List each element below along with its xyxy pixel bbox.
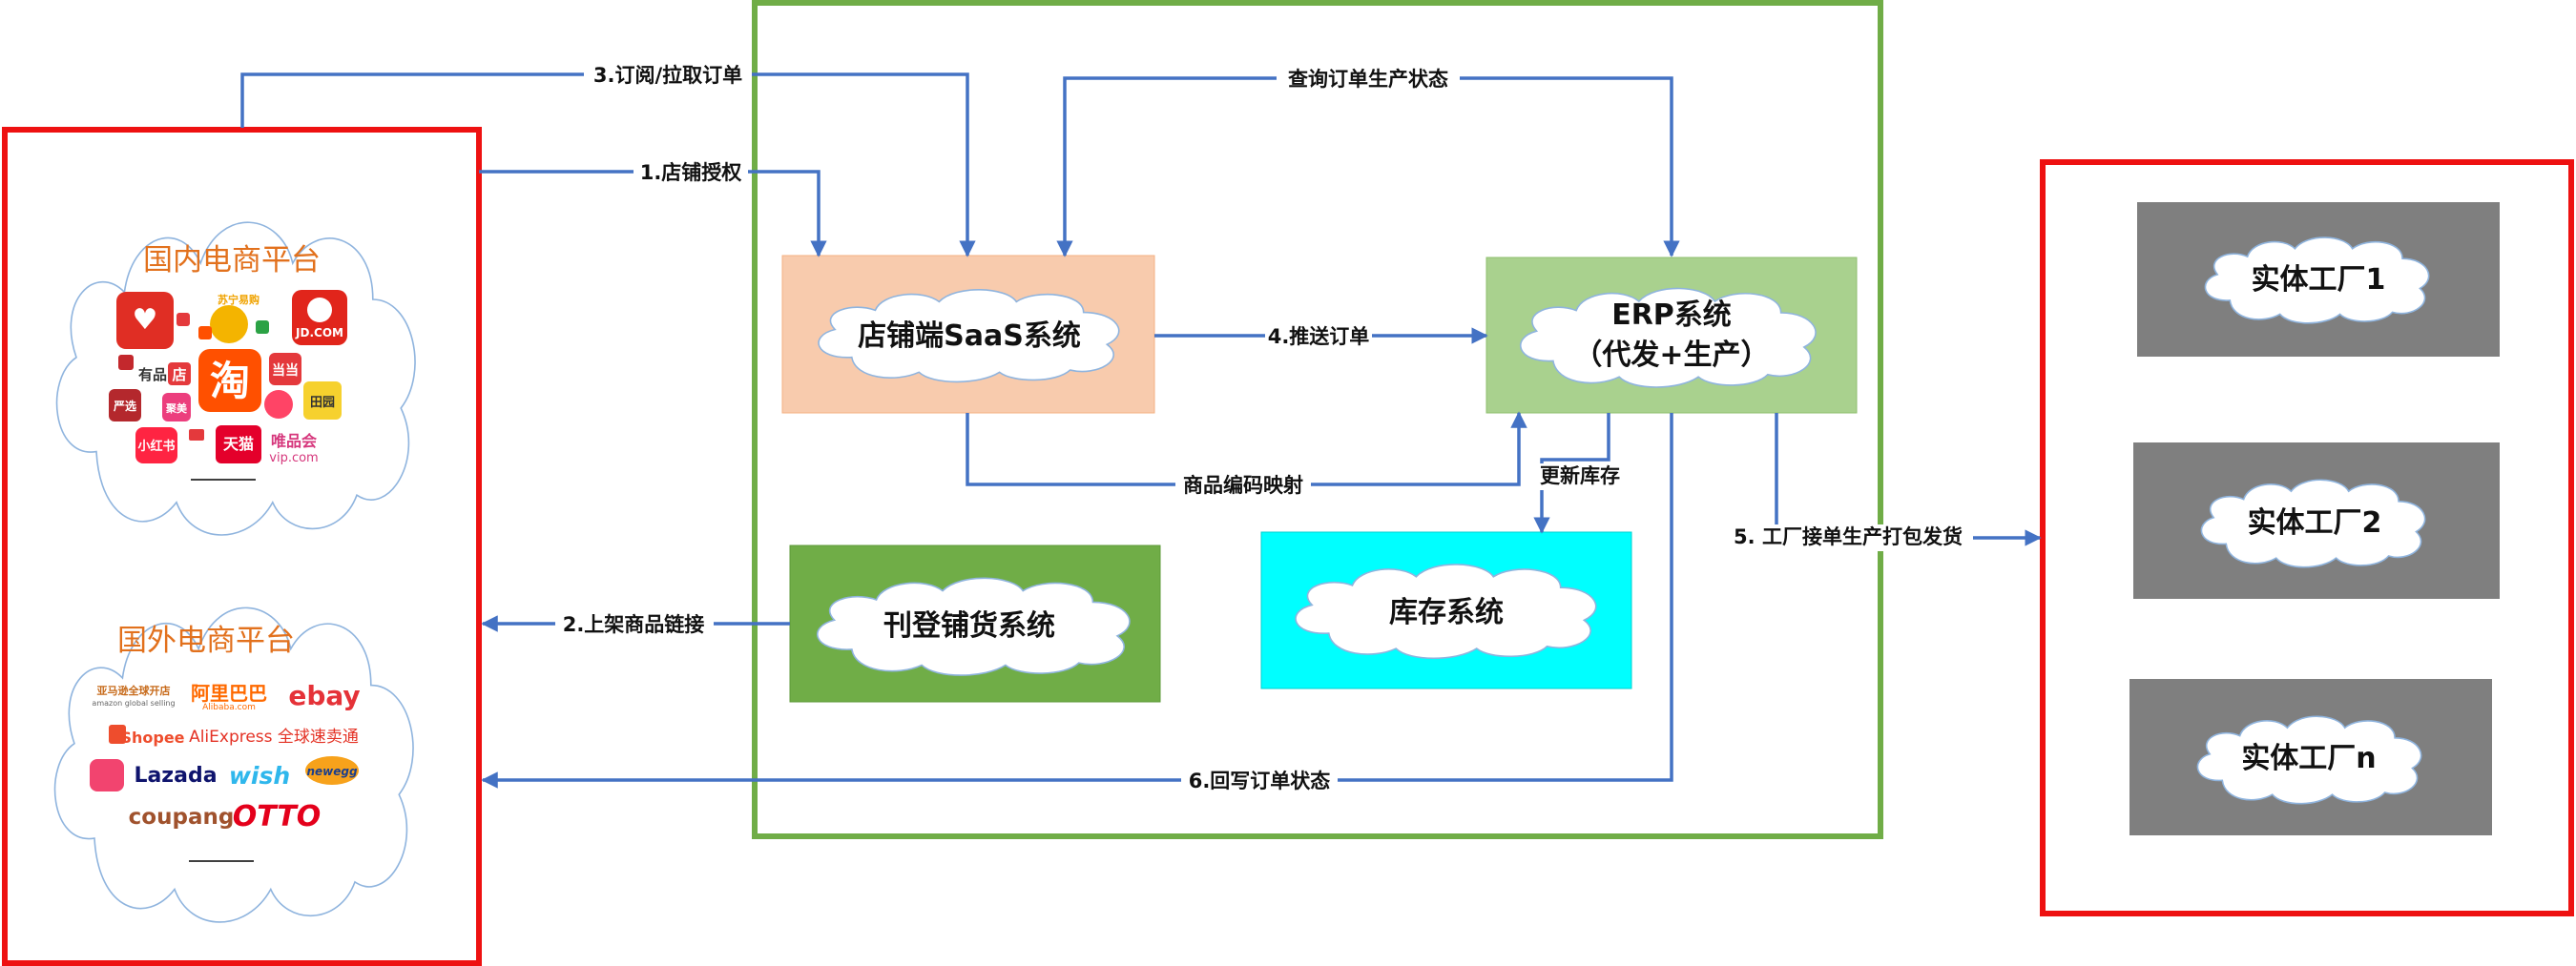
saas-system-node: 店铺端SaaS系统	[781, 255, 1155, 414]
label-store-authorization: 1.店铺授权	[640, 161, 742, 184]
amazon-logo-text: 亚马逊全球开店	[97, 684, 171, 697]
label-factory-ship: 5. 工厂接单生产打包发货	[1734, 525, 1963, 548]
yanxuan-logo	[109, 389, 141, 421]
xiaohongshu-logo-text: 小红书	[137, 439, 175, 454]
edge-update-inventory	[1533, 413, 1610, 534]
small-app-icon-4	[118, 355, 134, 370]
edge-factory-ship	[1775, 413, 2042, 546]
otto-logo-text: OTTO	[233, 800, 322, 833]
factory-node-2: 实体工厂2	[2133, 442, 2500, 599]
suning-logo-text: 苏宁易购	[218, 293, 260, 306]
lazada-heart-icon	[90, 759, 124, 791]
ebay-logo-text: ebay	[288, 680, 360, 711]
label-update-inventory: 更新库存	[1540, 464, 1620, 487]
inventory-system-node: 库存系统	[1260, 531, 1632, 689]
newegg-logo	[305, 756, 359, 785]
edge-store-authorization	[479, 170, 827, 257]
label-query-status: 查询订单生产状态	[1288, 68, 1448, 91]
saas-system-label: 店铺端SaaS系统	[858, 319, 1081, 353]
edge-labels: 3.订阅/拉取订单 1.店铺授权 查询订单生产状态 4.推送订单 商品编码映射 …	[555, 61, 1973, 793]
mushroom-logo	[264, 390, 293, 419]
coupang-logo-text: coupang	[129, 805, 235, 830]
ebay-logo: ebay	[288, 680, 360, 711]
lazada-logo-text: Lazada	[134, 764, 217, 788]
jumei-logo	[162, 393, 191, 421]
tianyuan-logo-text: 田园	[310, 396, 335, 410]
label-sku-mapping: 商品编码映射	[1183, 474, 1303, 497]
suning-lion-icon	[210, 305, 248, 343]
overseas-platform-cloud: 国外电商平台 亚马逊全球开店 amazon global selling 阿里巴…	[55, 607, 413, 922]
vip-logo-text: 唯品会	[271, 432, 317, 450]
dian-logo-text: 店	[172, 366, 186, 383]
suning-logo	[218, 292, 260, 307]
publish-system-label: 刊登铺货系统	[883, 609, 1055, 643]
dangdang-logo	[269, 353, 301, 385]
jd-dog-icon	[307, 298, 332, 322]
pinduoduo-logo	[116, 292, 174, 349]
dian-logo	[168, 362, 191, 385]
taobao-logo-text: 淘	[210, 358, 250, 404]
erp-system-label-line2: （代发+生产）	[1573, 339, 1769, 372]
alibaba-logo-text: 阿里巴巴	[191, 682, 267, 705]
small-app-icon-3	[198, 326, 212, 339]
domestic-platform-cloud: 国内电商平台 ♥ 苏宁易购 JD.COM 有品 店 淘 当当 严选 聚美	[57, 222, 415, 535]
factory-label-n: 实体工厂n	[2241, 742, 2376, 775]
xiaohongshu-logo	[135, 427, 177, 463]
edge-writeback-status	[481, 413, 1673, 789]
central-system-frame	[752, 0, 1883, 839]
taobao-logo	[198, 349, 261, 412]
domestic-overseas-frame	[2, 127, 482, 966]
small-app-icon-5	[189, 429, 204, 441]
inventory-system-label: 库存系统	[1389, 596, 1504, 629]
overseas-platform-title: 国外电商平台	[117, 624, 295, 658]
small-app-icon-1	[177, 313, 190, 326]
factory-label-1: 实体工厂1	[2252, 263, 2386, 297]
pinduoduo-heart-icon: ♥	[133, 303, 158, 337]
label-writeback-status: 6.回写订单状态	[1189, 770, 1331, 792]
domestic-logos: ♥ 苏宁易购 JD.COM 有品 店 淘 当当 严选 聚美 田园	[109, 290, 347, 481]
overseas-logos: 亚马逊全球开店 amazon global selling 阿里巴巴 Aliba…	[90, 680, 361, 862]
shopee-bag-icon	[109, 725, 126, 744]
youpin-logo-text: 有品	[138, 366, 167, 383]
alibaba-sub-text: Alibaba.com	[202, 703, 256, 712]
domestic-platform-title: 国内电商平台	[143, 243, 321, 277]
amazon-sub-text: amazon global selling	[92, 699, 175, 708]
erp-system-node: ERP系统 （代发+生产）	[1485, 257, 1858, 414]
edge-query-status	[1056, 76, 1680, 257]
vip-com-text: vip.com	[269, 451, 318, 465]
label-push-orders: 4.推送订单	[1268, 325, 1370, 348]
newegg-logo-text: newegg	[306, 765, 357, 778]
factories-frame	[2040, 159, 2574, 916]
label-list-products: 2.上架商品链接	[563, 613, 705, 636]
wish-logo-text: wish	[229, 762, 290, 790]
edge-subscribe-orders	[240, 72, 976, 257]
shopee-logo-text: Shopee	[120, 729, 184, 747]
factory-node-n: 实体工厂n	[2129, 679, 2492, 835]
factory-node-1: 实体工厂1	[2137, 202, 2500, 357]
erp-system-label-line1: ERP系统	[1611, 298, 1732, 332]
jd-logo-text: JD.COM	[295, 326, 343, 339]
tianyuan-logo	[303, 381, 342, 420]
aliexpress-logo-text: AliExpress 全球速卖通	[189, 728, 359, 747]
yanxuan-logo-text: 严选	[113, 399, 136, 413]
small-app-icon-2	[256, 320, 269, 334]
factory-label-2: 实体工厂2	[2248, 506, 2382, 540]
jumei-logo-text: 聚美	[165, 401, 188, 415]
publish-system-node: 刊登铺货系统	[789, 545, 1161, 703]
tmall-logo-text: 天猫	[223, 435, 254, 453]
label-subscribe-orders: 3.订阅/拉取订单	[593, 64, 742, 87]
dangdang-logo-text: 当当	[272, 362, 299, 379]
tmall-logo	[216, 425, 261, 463]
